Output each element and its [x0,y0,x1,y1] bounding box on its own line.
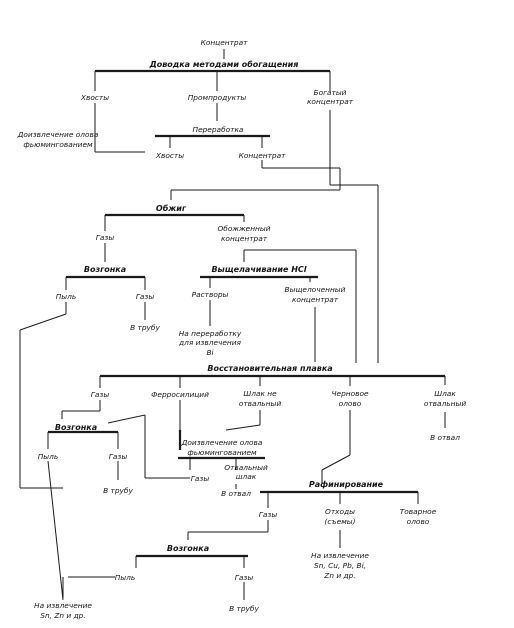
node-tailings-2: Хвосты [155,151,184,160]
node-roasted-concentrate-line1: Обожженный [217,224,270,233]
node-middlings: Промпродукты [188,93,247,102]
node-commercial-tin-line1: Товарное [400,507,437,516]
node-beneficiation: Доводка методами обогащения [149,59,299,69]
node-final-recovery-line1: На извлечение [34,601,92,610]
node-metal-recovery-line3: Zn и др. [323,571,355,580]
node-tailings-1: Хвосты [80,93,109,102]
node-gases-5: Газы [191,474,210,483]
node-roasting: Обжиг [156,203,187,213]
node-ferrosilicon: Ферросилиций [151,390,209,399]
node-hcl-leaching: Выщелачивание HCl [211,265,306,274]
node-final-recovery-line2: Sn, Zn и др. [40,611,85,620]
node-non-dump-slag-line1: Шлак не [243,389,277,398]
node-dust-2: Пыль [38,452,58,461]
node-crude-tin-line2: олово [339,399,362,408]
node-metal-recovery-line2: Sn, Cu, Pb, Bi, [314,561,366,570]
node-sublimation-1: Возгонка [84,265,126,274]
node-tin-fuming-2-line1: Доизвлечение олова [181,438,263,447]
node-sublimation-3: Возгонка [167,544,209,553]
node-gases-6: Газы [259,510,278,519]
node-concentrate: Концентрат [201,38,249,47]
node-reduction-smelting: Восстановительная плавка [207,364,332,373]
node-dump-slag-line2: отвальный [424,399,466,408]
node-to-stack-2: В трубу [103,486,133,495]
node-tin-fuming-1-line2: фьюмингованием [23,140,93,149]
node-refining: Рафинирование [309,480,384,489]
node-waste-drosses-line2: (съемы) [324,517,355,526]
node-solutions: Растворы [192,290,229,299]
node-metal-recovery-line1: На извлечение [311,551,369,560]
node-to-stack-3: В трубу [229,604,259,613]
node-rich-concentrate-line2: концентрат [307,97,354,106]
node-gases-7: Газы [235,573,254,582]
node-dump-slag-2-line1: Отвальный [224,463,268,472]
node-processing: Переработка [193,125,244,134]
node-gases-2: Газы [136,292,155,301]
node-to-dump-1: В отвал [430,433,460,442]
node-to-dump-2: В отвал [221,489,251,498]
node-leached-concentrate-line1: Выщелоченный [285,285,346,294]
node-rich-concentrate-line1: Богатый [314,88,347,97]
node-leached-concentrate-line2: концентрат [292,295,339,304]
node-gases-3: Газы [91,390,110,399]
node-roasted-concentrate-line2: концентрат [221,234,268,243]
node-waste-drosses-line1: Отходы [325,507,355,516]
node-non-dump-slag-line2: отвальный [239,399,281,408]
node-concentrate-2: Концентрат [239,151,287,160]
node-commercial-tin-line2: олово [407,517,430,526]
node-tin-fuming-1-line1: Доизвлечение олова [17,130,99,139]
node-gases-4: Газы [109,452,128,461]
node-bi-recovery-line3: Bi [206,348,214,357]
node-tin-fuming-2-line2: фьюмингованием [187,448,257,457]
node-dump-slag-line1: Шлак [434,389,456,398]
node-dust-3: Пыль [115,573,135,582]
node-sublimation-2: Возгонка [55,423,97,432]
node-bi-recovery-line1: На переработку [179,329,242,338]
node-gases-1: Газы [96,233,115,242]
node-bi-recovery-line2: для извлечения [178,338,242,347]
flowchart-connectors [19,49,446,601]
node-crude-tin-line1: Черновое [331,389,369,398]
node-dust-1: Пыль [56,292,76,301]
node-to-stack-1: В трубу [130,323,160,332]
node-dump-slag-2-line2: шлак [236,472,257,481]
